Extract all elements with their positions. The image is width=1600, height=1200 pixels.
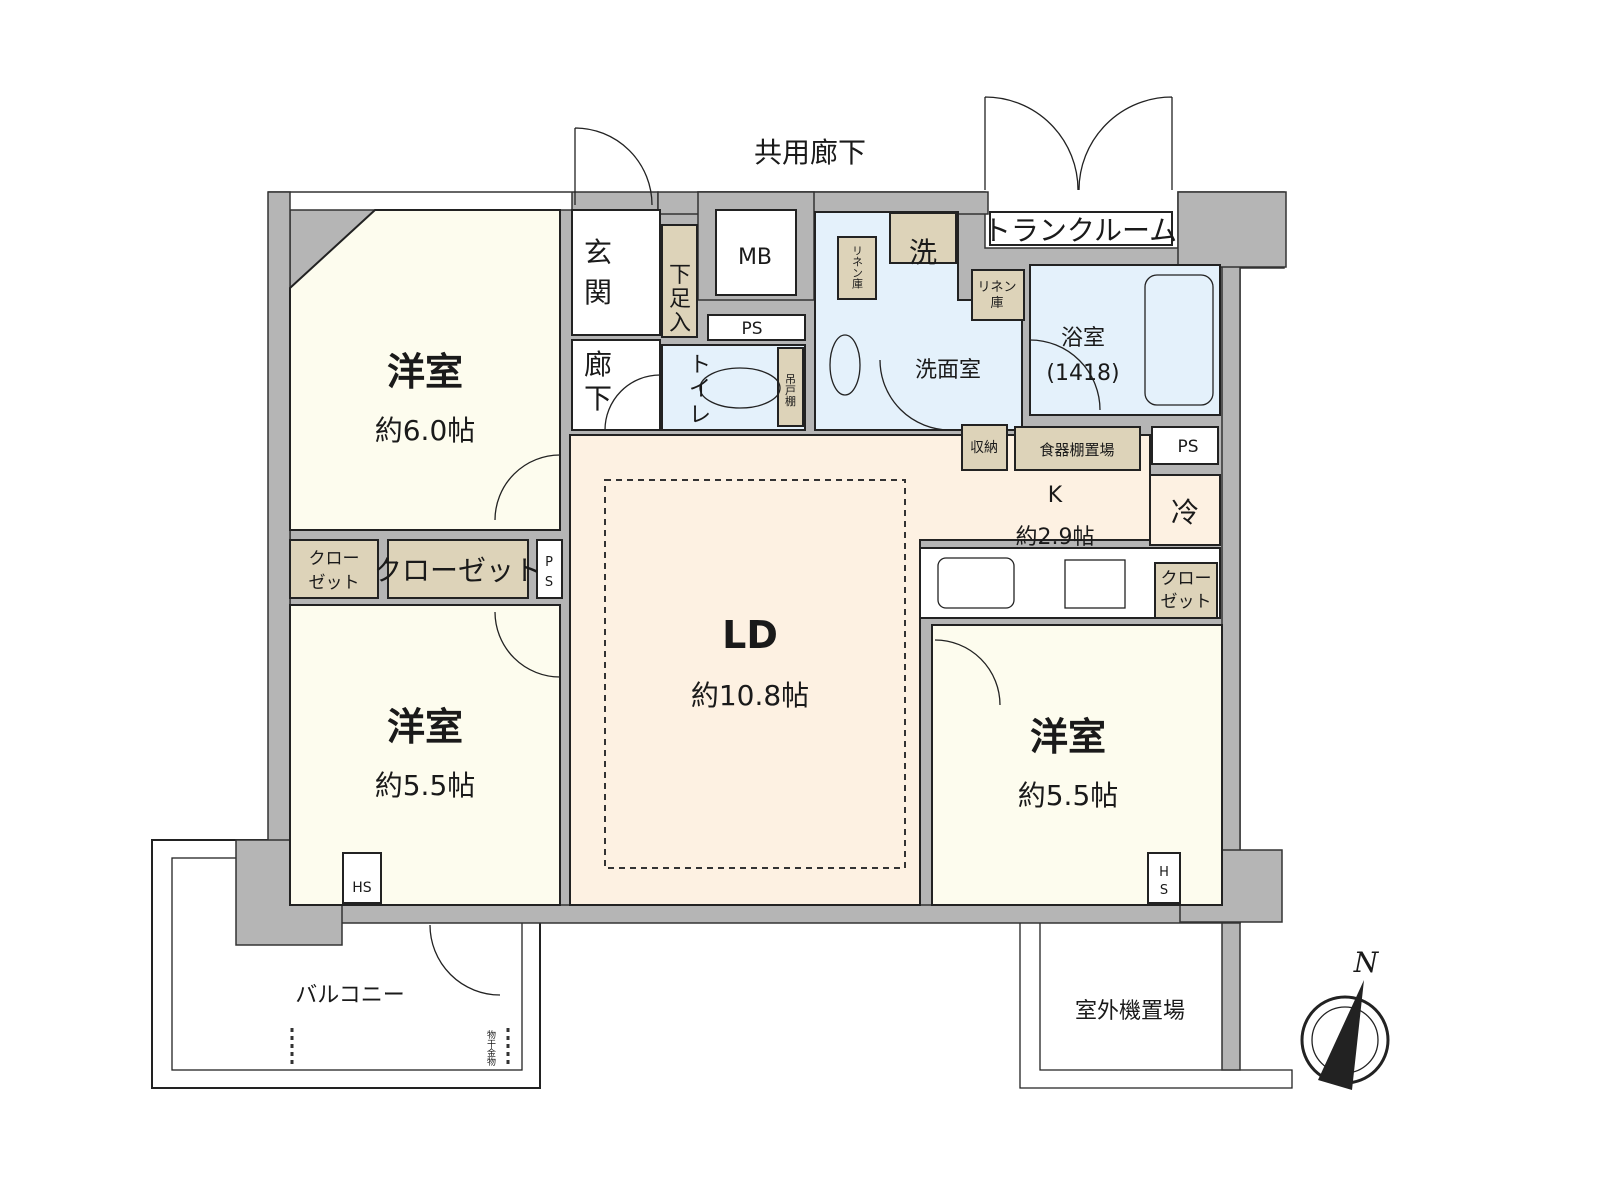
entrance-label: 関 xyxy=(584,276,612,309)
hall-label: 下 xyxy=(584,382,612,415)
fridge-label: 冷 xyxy=(1171,496,1199,529)
dish-shelf xyxy=(1014,426,1141,471)
linen-closet-2 xyxy=(971,269,1025,321)
closet-small xyxy=(289,539,379,599)
washroom-label: 洗面室 xyxy=(915,358,981,383)
drying-hardware-marks xyxy=(290,1028,510,1066)
toilet-door xyxy=(604,374,661,431)
balcony-label: バルコニー xyxy=(295,983,405,1008)
hs-east-label: H xyxy=(1159,865,1169,880)
kitchen-label: K xyxy=(1048,483,1063,508)
room3-size: 約5.5帖 xyxy=(1018,779,1119,812)
sink-icon xyxy=(829,334,861,396)
linen-closet-1 xyxy=(837,236,877,300)
ps-kitchen xyxy=(1151,426,1219,465)
room2-label: 洋室 xyxy=(387,705,463,749)
linen-closet-2-label: 庫 xyxy=(990,296,1003,311)
closet-east-label: クロー xyxy=(1161,569,1212,589)
ld-label: LD xyxy=(722,613,778,657)
bath-label: 浴室 xyxy=(1061,326,1105,351)
room1-door xyxy=(494,454,561,521)
kitchen-size-label: 約2.9帖 xyxy=(1016,525,1095,550)
ld-size: 約10.8帖 xyxy=(691,679,809,712)
toilet-bowl-icon xyxy=(699,367,781,409)
shoe-box-label: 入 xyxy=(669,311,691,336)
hall-label: 廊 xyxy=(584,348,612,381)
west-wall xyxy=(267,191,291,923)
hall xyxy=(571,339,661,431)
kitchen-sink-icon xyxy=(937,557,1015,609)
mb xyxy=(715,209,797,296)
ld-area xyxy=(569,434,1151,906)
ld-dotted-rug xyxy=(604,479,906,869)
dish-shelf-label: 食器棚置場 xyxy=(1039,441,1114,459)
linen-closet-2-label: リネン xyxy=(977,280,1016,295)
room2-size: 約5.5帖 xyxy=(375,769,476,802)
wall xyxy=(1221,921,1241,1071)
toilet-label: ト xyxy=(689,353,711,378)
wall-cabinet xyxy=(777,347,804,427)
washroom-door xyxy=(879,359,951,431)
washer-space xyxy=(889,212,957,264)
hs-west-label: HS xyxy=(352,880,372,896)
shoe-box-label: 足 xyxy=(669,287,691,312)
trunk-room xyxy=(989,211,1173,246)
mb-label: MB xyxy=(738,245,772,270)
ps-small xyxy=(536,539,563,599)
toilet-label: イ xyxy=(689,377,711,402)
room1-size: 約6.0帖 xyxy=(375,414,476,447)
closet-east xyxy=(1154,562,1218,619)
trunk-room-doors xyxy=(984,96,1173,191)
closet-wide-label: クローゼット xyxy=(374,554,542,587)
north-label: N xyxy=(1353,946,1380,979)
closet-east-label: ゼット xyxy=(1161,592,1212,612)
room-western-1 xyxy=(289,209,561,531)
bath-size-label: (1418) xyxy=(1046,361,1119,386)
hs-west xyxy=(342,852,382,904)
stove-icon xyxy=(1064,559,1126,609)
closet-small-label: クロー xyxy=(309,549,360,569)
bath-door xyxy=(1029,339,1101,411)
entrance xyxy=(571,209,661,336)
room3-label: 洋室 xyxy=(1030,715,1106,759)
hs-east-label: S xyxy=(1160,883,1168,898)
common-corridor-label: 共用廊下 xyxy=(754,136,866,169)
shoe-box-label: 下 xyxy=(669,263,691,288)
ps-label: PS xyxy=(741,319,762,339)
entrance-label: 玄 xyxy=(584,236,612,269)
closet-small-label: ゼット xyxy=(309,573,360,593)
entrance-door xyxy=(574,127,653,206)
ne-corner xyxy=(1177,191,1287,268)
room1-label: 洋室 xyxy=(387,350,463,394)
closet-wide xyxy=(387,539,529,599)
storage-label: 収納 xyxy=(970,440,998,456)
storage xyxy=(961,424,1008,471)
east-wall xyxy=(1221,249,1241,923)
ps-small-label: S xyxy=(545,575,553,590)
room3-door xyxy=(934,639,1001,706)
south-wall xyxy=(267,904,1241,924)
ps-small-label: P xyxy=(545,555,553,570)
balcony-door xyxy=(429,924,501,996)
ps-box xyxy=(707,314,806,341)
ps-kitchen-label: PS xyxy=(1177,437,1198,457)
fridge-space xyxy=(1149,474,1221,546)
washer-label: 洗 xyxy=(909,236,937,269)
wall-cabinet-label: 吊戸棚 xyxy=(784,373,797,407)
room2-door xyxy=(494,611,561,678)
linen-closet-1-label: リネン庫 xyxy=(851,245,864,290)
bathtub xyxy=(1144,274,1214,406)
toilet-label: レ xyxy=(689,403,711,428)
trunk-room-label: トランクルーム xyxy=(983,214,1177,247)
outdoor-unit-label: 室外機置場 xyxy=(1075,999,1185,1024)
drying-hardware-label: 物干金物 xyxy=(485,1029,496,1067)
bathroom xyxy=(1029,264,1221,416)
north-compass-icon xyxy=(1300,980,1390,1090)
room-western-2 xyxy=(289,604,561,906)
shoe-box xyxy=(661,224,698,338)
hs-east xyxy=(1147,852,1181,904)
